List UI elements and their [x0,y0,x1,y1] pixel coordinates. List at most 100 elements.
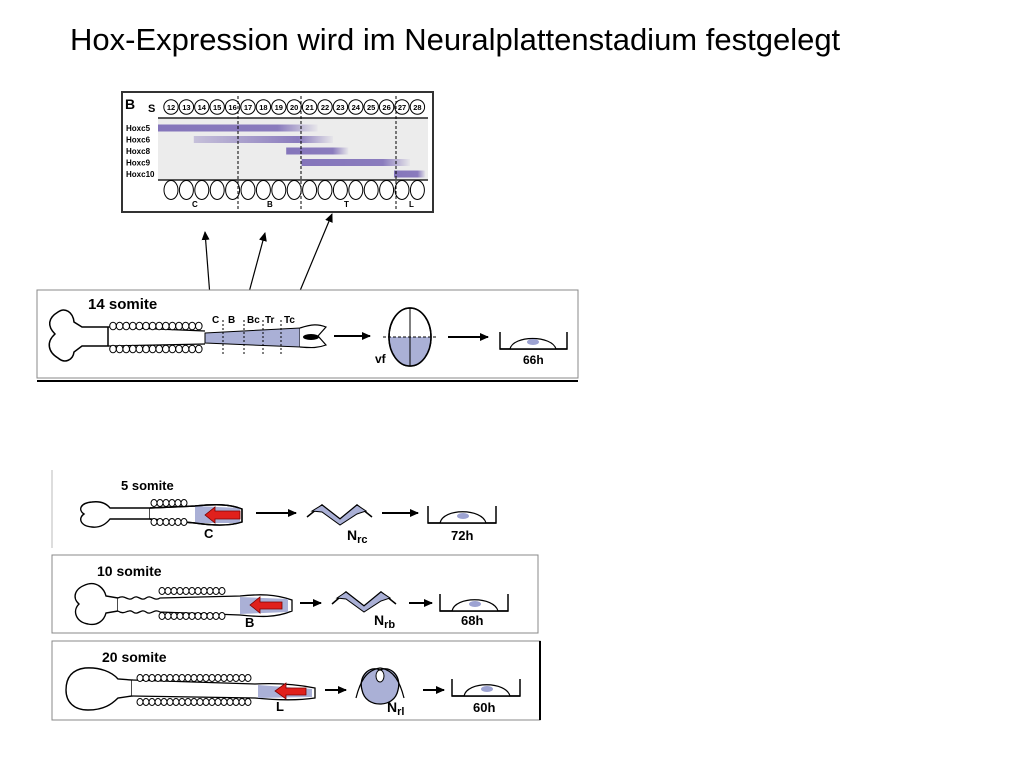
somite-circle [255,99,272,115]
hox-band-hoxc6 [193,136,333,143]
somite-bead [188,612,196,620]
somite-bead [166,698,174,706]
somite-bead [238,674,246,682]
somite14-label: 14 somite [88,296,157,313]
somite-bead [168,321,177,331]
culture-dish-20 [451,679,521,697]
somite-number: 26 [382,103,390,112]
somite-oval [332,180,348,200]
somite-circle [363,99,379,115]
somite-circle [163,99,179,115]
somite-bead [129,344,137,354]
somite-bead [168,344,177,354]
somite-circle [409,99,426,115]
red-arrow-5 [204,506,241,524]
somite-bead [156,518,164,526]
somite-oval [409,180,425,200]
somite-bead [196,674,204,682]
somite-bead [195,344,203,354]
somite-oval [194,180,210,200]
somite-bead [182,587,190,595]
embryo14-somites [109,321,203,354]
somite-bead [244,698,252,706]
somite-bead [182,612,190,620]
somite-circle [301,99,318,115]
somite-prefix: S [148,103,155,115]
n-label-5: Nrc [347,527,368,546]
somite-number: 21 [305,103,313,112]
somite-bead [188,321,196,331]
somite-oval [209,180,225,200]
row-10-somite: 10 somite B Nrb 68h [51,554,539,634]
somite-bead [162,499,170,507]
somite-number: 13 [182,103,190,112]
embryo14-head [48,309,109,362]
somite-bead [184,698,192,706]
somite-bead [238,698,246,706]
embryo5-somites [150,499,188,526]
somite-bead [214,698,222,706]
somite-bead [155,321,163,331]
somite-bead [178,674,186,682]
somite-bead [164,612,172,620]
somite-bead [218,612,226,620]
somite-number: 24 [352,103,361,112]
time-label-68h: 68h [461,613,483,628]
somite-bead [158,587,166,595]
somite-bead [212,612,220,620]
somite5-label: 5 somite [121,478,174,493]
somite-bead [109,321,117,331]
somite-number: 12 [167,103,175,112]
somite-oval-row [163,180,425,200]
row-20-somite: 20 somite L Nrl 60h [51,640,541,721]
somite-bead [206,612,214,620]
somite20-label: 20 somite [102,649,167,665]
somite-number: 23 [336,103,344,112]
somite-bead [188,344,196,354]
somite-bead [122,344,130,354]
somite-bead [160,674,168,682]
somite-bead [206,587,214,595]
somite-bead [178,698,186,706]
slide-title: Hox-Expression wird im Neuralplattenstad… [70,22,841,57]
somite-bead [212,587,220,595]
embryo20-head [65,667,133,711]
row-10-frame [51,554,539,634]
somite-bead [154,674,162,682]
somite-bead [170,587,178,595]
somite-oval [394,180,410,200]
somite10-label: 10 somite [97,563,162,579]
somite-bead [148,321,157,331]
somite-bead [196,698,204,706]
time-label-72h: 72h [451,528,473,543]
somite-bead [174,499,182,507]
somite-bead [175,344,183,354]
somite-number: 15 [213,103,221,112]
somite-bead [135,321,144,331]
gene-label: Hoxc8 [126,147,151,156]
somite-circle [240,99,256,115]
somite-bead [220,698,228,706]
somite-circle [178,99,195,115]
somite-bead [142,344,150,354]
somite-bead [176,612,184,620]
somite-bead [162,518,170,526]
somite-bead [172,674,180,682]
somite-number: 22 [321,103,329,112]
somite-circle [348,99,364,115]
somite-bead [200,587,208,595]
somite-bead [158,612,166,620]
gene-label: Hoxc10 [126,170,155,179]
embryo10-head [74,582,119,626]
vf-label: vf [375,352,387,366]
somite-oval [271,180,287,200]
somite-bead [155,344,163,354]
somite-bead [148,344,157,354]
panel-letter: B [125,96,135,112]
gene-label: Hoxc9 [126,159,151,168]
embryo20-somites [136,674,252,706]
somite-bead [180,518,188,526]
somite-bead [122,321,130,331]
